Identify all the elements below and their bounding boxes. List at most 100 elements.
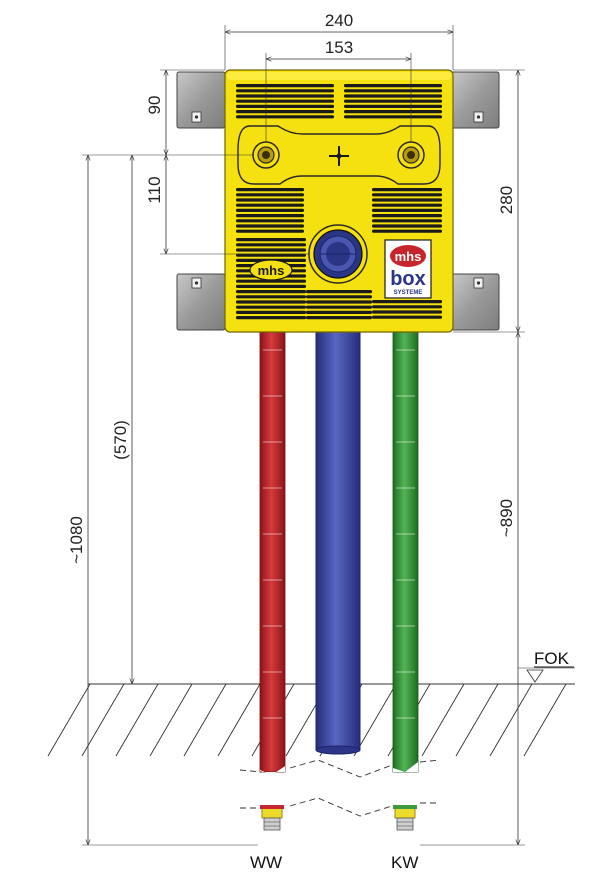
vent-slot — [344, 110, 442, 114]
vent-slot — [236, 104, 334, 108]
vent-slot — [236, 300, 306, 304]
holes-to-center-value: 110 — [145, 176, 164, 203]
vent-slot — [306, 290, 372, 294]
svg-text:mhs: mhs — [258, 263, 285, 278]
hatch-line — [489, 683, 533, 757]
pipe-break-lines — [239, 759, 441, 817]
vent-slot — [372, 300, 442, 304]
vent-slot — [236, 305, 306, 309]
mhs-logo: mhs — [249, 259, 293, 281]
vent-slot — [372, 193, 442, 197]
floor-level-marker: FOK — [518, 649, 575, 683]
cold-water-pipe — [392, 331, 419, 773]
hatch-line — [353, 683, 397, 757]
hot-water-label: WW — [250, 853, 282, 872]
width-total-value: 240 — [325, 11, 353, 30]
dimension-holes-to-center: 110 — [145, 155, 309, 255]
hatch-line — [455, 683, 499, 757]
vent-slot — [236, 248, 306, 252]
hatch-line — [217, 683, 261, 757]
cold-water-fitting — [393, 805, 417, 831]
hatch-line — [149, 683, 193, 757]
vent-slot — [236, 99, 334, 103]
hatch-line — [421, 683, 465, 757]
vent-slot — [236, 214, 304, 218]
vent-slot — [344, 99, 442, 103]
vent-slot — [236, 115, 334, 119]
box-to-floor-value: ~890 — [497, 499, 516, 537]
vent-slot — [344, 94, 442, 98]
vent-slot — [372, 219, 442, 223]
vent-slot — [372, 310, 442, 314]
vent-slot — [372, 305, 442, 309]
total-height-value: ~1080 — [67, 516, 86, 564]
installation-box: mhs mhs box SYSTEME — [224, 69, 454, 333]
hatch-line — [183, 683, 227, 757]
vent-slot — [306, 300, 372, 304]
vent-slot — [236, 89, 334, 93]
vent-slot — [306, 310, 372, 314]
vent-slot — [236, 198, 304, 202]
hatch-line — [523, 683, 567, 757]
vent-slot — [236, 94, 334, 98]
vent-slot — [344, 84, 442, 88]
svg-text:mhs: mhs — [395, 249, 422, 264]
vent-slot — [306, 295, 372, 299]
mounting-bracket-top-left — [176, 71, 226, 129]
center-cross-icon — [329, 146, 349, 166]
vent-slot — [236, 193, 304, 197]
floor-hatch — [47, 683, 575, 757]
dimension-total-height: ~1080 — [67, 154, 258, 846]
vent-slot — [236, 229, 304, 233]
vent-slot — [236, 224, 304, 228]
width-holes-value: 153 — [325, 38, 353, 57]
vent-slot — [236, 208, 304, 212]
dimension-top-to-holes: 90 — [145, 69, 253, 156]
vent-slot — [236, 243, 306, 247]
holes-to-floor-value: (570) — [111, 420, 130, 460]
dimension-height-box: 280 — [453, 69, 525, 333]
floor-level-arrow-icon — [526, 669, 544, 683]
vent-slot — [236, 253, 306, 257]
vent-slot — [306, 316, 372, 320]
dimension-width-total: 240 — [224, 11, 454, 70]
top-to-holes-value: 90 — [145, 96, 164, 115]
vent-slot — [344, 89, 442, 93]
vent-slot — [236, 188, 304, 192]
hatch-line — [47, 683, 91, 757]
mounting-bracket-top-right — [450, 71, 500, 129]
vent-slot — [236, 316, 306, 320]
mounting-bracket-bottom-left — [176, 273, 226, 331]
floor-label: FOK — [534, 649, 570, 668]
drain-pipe — [315, 331, 361, 755]
vent-slot — [306, 305, 372, 309]
vent-slot — [372, 203, 442, 207]
vent-slot — [344, 104, 442, 108]
dimension-holes-to-floor: (570) — [111, 154, 160, 684]
cold-water-label: KW — [391, 853, 418, 872]
hot-water-pipe — [259, 331, 286, 775]
vent-slot — [372, 214, 442, 218]
vent-slot — [344, 115, 442, 119]
height-box-value: 280 — [497, 186, 516, 214]
vent-slot — [236, 290, 306, 294]
vent-slot — [372, 229, 442, 233]
vent-slot — [236, 110, 334, 114]
vent-slot — [236, 279, 306, 283]
dimension-width-holes: 153 — [265, 38, 412, 142]
svg-text:SYSTEME: SYSTEME — [394, 290, 423, 296]
vent-slot — [236, 219, 304, 223]
dimension-box-to-floor: ~890 — [420, 332, 525, 846]
svg-text:box: box — [390, 268, 426, 290]
vent-slot — [236, 284, 306, 288]
mounting-bracket-bottom-right — [450, 273, 500, 331]
vent-slot — [236, 295, 306, 299]
vent-slot — [372, 208, 442, 212]
vent-slot — [372, 315, 442, 319]
vent-slot — [372, 188, 442, 192]
mhs-box-badge: mhs box SYSTEME — [384, 239, 432, 299]
vent-slot — [236, 310, 306, 314]
drain-outlet-icon — [308, 224, 368, 284]
vent-slot — [372, 224, 442, 228]
